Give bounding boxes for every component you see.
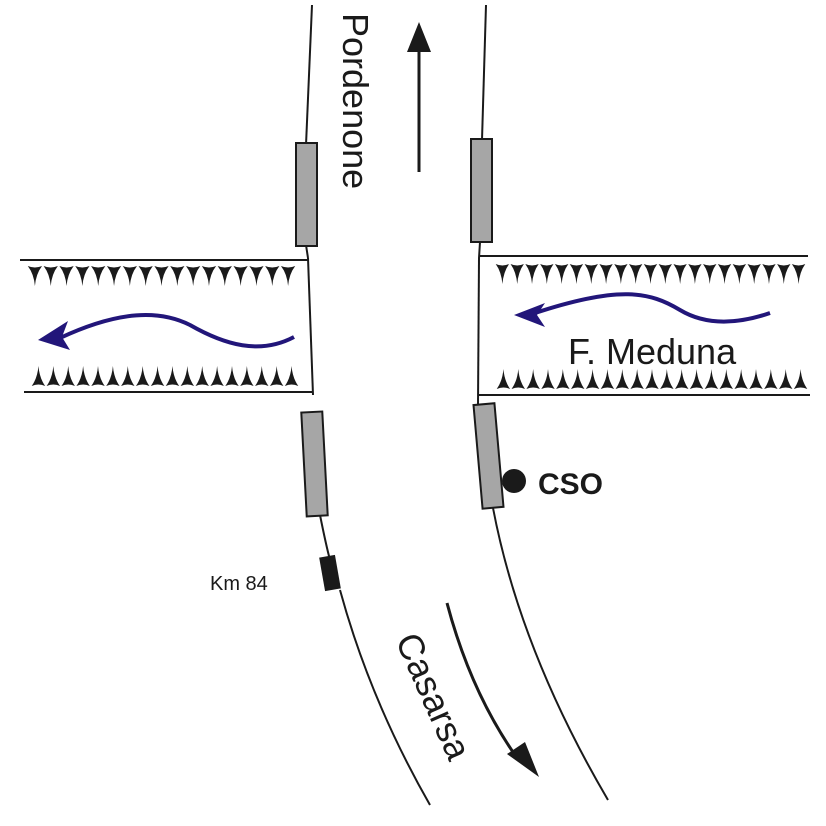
embankment-tooth (27, 266, 43, 286)
river-flow-left-icon (38, 313, 295, 350)
pier-north-right (470, 138, 493, 243)
embankment-tooth (541, 369, 555, 389)
river-bank-right (479, 255, 810, 396)
embankment-tooth (165, 366, 180, 386)
left-track-line (305, 4, 431, 806)
embankment-tooth (703, 264, 717, 284)
embankment-tooth (675, 369, 689, 389)
pier-north-left (295, 142, 318, 247)
embankment-tooth (688, 264, 702, 284)
embankment-tooth (689, 369, 704, 389)
embankment-tooth (554, 264, 569, 284)
embankment-tooth (777, 264, 791, 284)
embankment-tooth (135, 366, 150, 386)
embankment-tooth (233, 266, 248, 286)
label-river: F. Meduna (568, 331, 737, 372)
embankment-tooth (643, 264, 658, 284)
embankment-tooth (91, 266, 106, 286)
embankment-tooth (660, 369, 674, 389)
embankment-tooth (496, 369, 511, 389)
embankment-tooth (180, 366, 195, 386)
embankment-tooth (569, 264, 584, 284)
embankment-tooth (791, 264, 806, 284)
embankment-tooth (673, 264, 687, 284)
embankment-tooth (186, 266, 201, 286)
embankment-tooth (571, 369, 585, 389)
embankment-tooth (495, 264, 510, 284)
label-station: CSO (538, 468, 603, 501)
embankment-tooth (556, 369, 570, 389)
embankment-tooth (717, 264, 732, 284)
embankment-tooth (106, 266, 122, 286)
embankment-tooth (511, 369, 525, 389)
embankment-tooth (201, 266, 217, 286)
river-bank-left (20, 259, 313, 393)
station-marker-icon (502, 469, 526, 493)
embankment-tooth (645, 369, 659, 389)
embankment-tooth (76, 366, 90, 386)
embankment-tooth (265, 266, 280, 286)
label-casarsa: Casarsa (388, 627, 480, 767)
embankment-tooth (719, 369, 733, 389)
embankment-tooth (154, 266, 169, 286)
embankment-tooth (75, 266, 90, 286)
embankment-tooth (747, 264, 761, 284)
label-km: Km 84 (210, 573, 268, 595)
embankment-tooth (121, 366, 135, 386)
embankment-tooth (280, 266, 296, 286)
embankment-tooth (43, 266, 58, 286)
embankment-tooth (525, 264, 539, 284)
embankment-tooth (615, 369, 629, 389)
right-track-line (477, 4, 609, 801)
embankment-tooth (600, 369, 615, 389)
embankment-hatching (27, 264, 808, 389)
embankment-tooth (749, 369, 763, 389)
embankment-tooth (150, 366, 165, 386)
pier-south-right (472, 402, 505, 510)
embankment-tooth (61, 366, 75, 386)
embankment-tooth (526, 369, 540, 389)
km-marker-icon (319, 554, 341, 592)
embankment-tooth (170, 266, 185, 286)
embankment-tooth (732, 264, 747, 284)
embankment-tooth (630, 369, 644, 389)
embankment-tooth (599, 264, 613, 284)
embankment-tooth (540, 264, 554, 284)
embankment-tooth (584, 264, 598, 284)
south-arrow-icon (445, 602, 539, 777)
embankment-tooth (510, 264, 524, 284)
north-arrow-icon (407, 22, 431, 172)
embankment-tooth (217, 266, 232, 286)
embankment-tooth (779, 369, 793, 389)
embankment-tooth (764, 369, 778, 389)
embankment-tooth (122, 266, 137, 286)
embankment-tooth (210, 366, 224, 386)
embankment-tooth (91, 366, 105, 386)
embankment-tooth (734, 369, 748, 389)
embankment-tooth (269, 366, 284, 386)
embankment-tooth (31, 366, 46, 386)
embankment-tooth (704, 369, 719, 389)
embankment-tooth (793, 369, 808, 389)
embankment-tooth (46, 366, 61, 386)
embankment-tooth (658, 264, 672, 284)
bridge-piers (295, 138, 505, 518)
embankment-tooth (585, 369, 600, 389)
embankment-tooth (138, 266, 153, 286)
embankment-tooth (284, 366, 299, 386)
embankment-tooth (240, 366, 254, 386)
embankment-tooth (59, 266, 74, 286)
embankment-tooth (225, 366, 239, 386)
embankment-tooth (614, 264, 628, 284)
label-pordenone: Pordenone (335, 13, 376, 189)
embankment-tooth (762, 264, 776, 284)
embankment-tooth (249, 266, 264, 286)
pier-south-left (300, 410, 329, 518)
embankment-tooth (629, 264, 643, 284)
river-flow-right-icon (514, 292, 771, 327)
embankment-tooth (255, 366, 269, 386)
embankment-tooth (195, 366, 209, 386)
embankment-tooth (106, 366, 120, 386)
